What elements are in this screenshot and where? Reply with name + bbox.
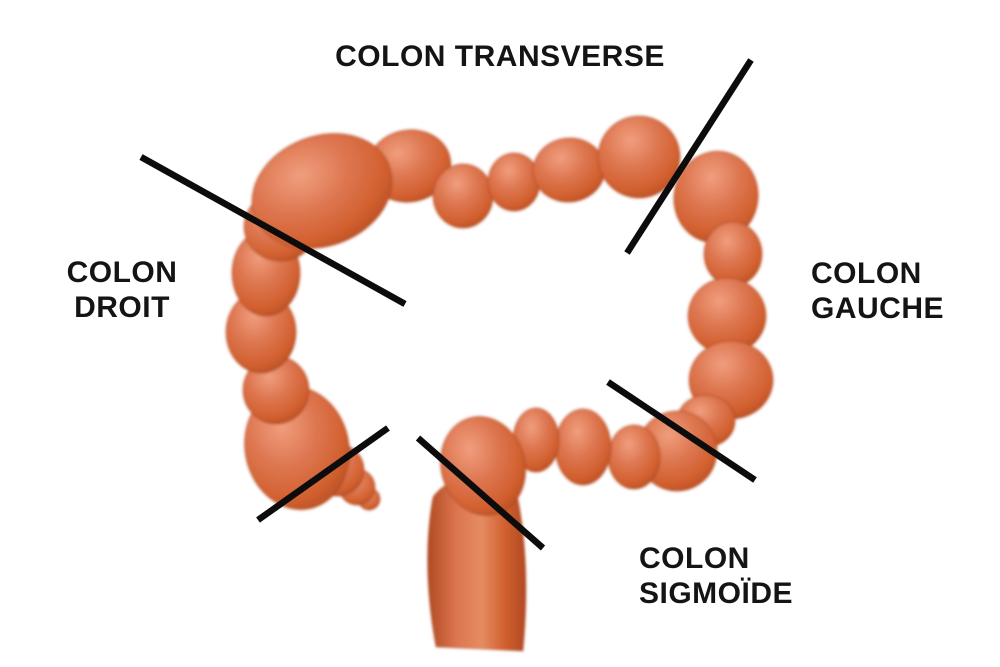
- label-colon-gauche: COLON GAUCHE: [811, 257, 945, 325]
- label-colon-transverse: COLON TRANSVERSE: [335, 40, 665, 73]
- colon-sigmoide-segment: [439, 406, 662, 517]
- haustra-bump: [486, 151, 542, 213]
- pointer-lines: [139, 58, 757, 551]
- colon-3d-shape: [224, 114, 775, 653]
- label-colon-sigmoide: COLON SIGMOÏDE: [639, 542, 794, 610]
- haustra-bump: [431, 162, 495, 230]
- sigmoid-bend: [439, 415, 527, 517]
- segment-line-cecum: [256, 425, 390, 523]
- segment-line-transverse-gauche: [624, 58, 754, 255]
- segment-line-droit-transverse: [139, 154, 407, 307]
- haustra-bump: [531, 136, 607, 204]
- colon-gauche-segment: [635, 220, 775, 493]
- label-colon-droit: COLON DROIT: [66, 256, 178, 324]
- segment-line-gauche-sigmoide: [606, 379, 757, 483]
- haustra-bump: [596, 114, 682, 200]
- haustra-bump: [702, 220, 764, 288]
- segment-line-sigmoide: [415, 435, 546, 551]
- haustra-bump: [606, 423, 662, 491]
- haustra-bump: [553, 407, 613, 487]
- colon-transverse-segment: [250, 114, 760, 250]
